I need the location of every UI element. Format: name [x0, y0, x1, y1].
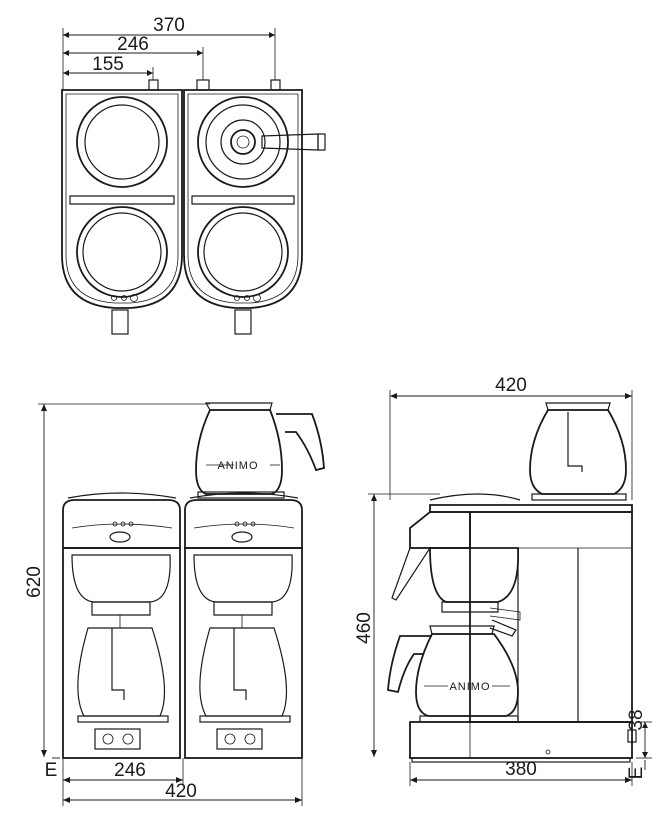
side-dim-width-line	[389, 390, 633, 500]
side-dim-height-line	[368, 493, 440, 757]
front-top-carafe: ANIMO	[195, 402, 325, 499]
front-marker-e: E	[45, 760, 58, 781]
front-dim-height-line	[38, 403, 210, 757]
side-dim-depth: 380	[505, 759, 537, 780]
top-view: 370 246 155	[61, 15, 326, 335]
front-dim-half-width: 246	[114, 760, 146, 781]
top-dim-overall: 370	[153, 15, 185, 36]
front-dim-height: 620	[24, 566, 45, 598]
front-carafe-brand: ANIMO	[217, 460, 258, 472]
side-carafe-brand: ANIMO	[449, 681, 490, 693]
top-dim-inner: 155	[92, 54, 124, 75]
top-dimension-lines	[62, 28, 276, 90]
side-view: 420 460	[354, 375, 652, 786]
front-dim-width: 420	[165, 781, 197, 802]
top-connectors	[148, 79, 281, 91]
side-body	[391, 493, 633, 723]
side-dim-height: 460	[354, 612, 375, 644]
side-base	[409, 721, 637, 763]
side-dim-feet: 38	[626, 709, 647, 730]
front-right-brewer	[184, 492, 303, 759]
side-bottom-dimensions	[409, 721, 652, 786]
side-top-carafe	[529, 402, 627, 501]
top-dim-mid: 246	[117, 34, 149, 55]
top-view-left-unit	[61, 89, 183, 335]
front-bottom-dimensions	[52, 757, 303, 806]
side-dim-width: 420	[495, 375, 527, 396]
side-lower-carafe: ANIMO	[387, 619, 519, 723]
side-marker-e: E	[626, 767, 647, 780]
front-left-brewer	[62, 492, 181, 759]
top-view-right-unit	[183, 89, 326, 335]
front-view: 620 ANIMO	[24, 402, 325, 806]
